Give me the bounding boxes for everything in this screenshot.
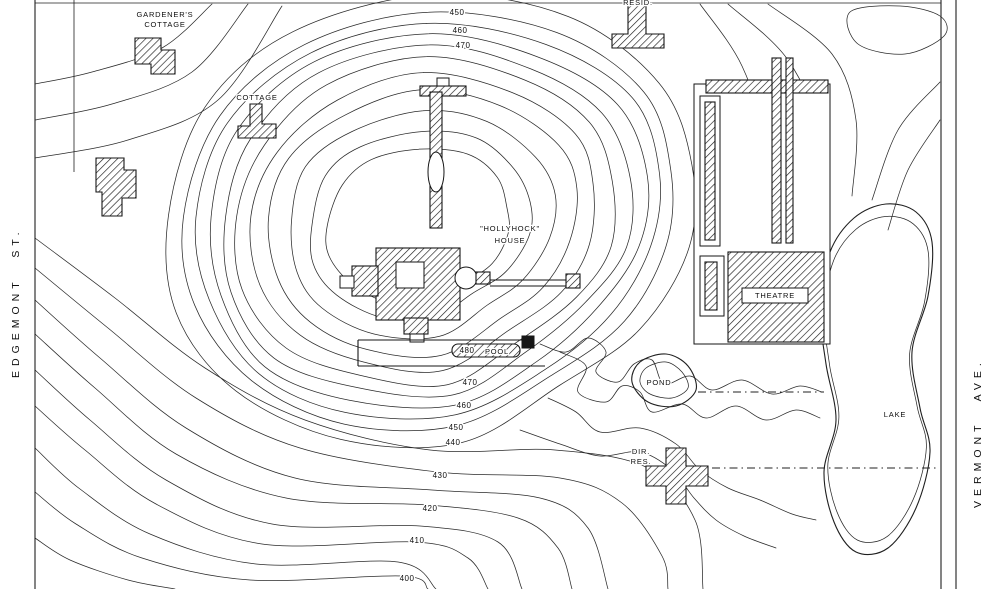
contour-elevation-labels: 450 460 470 480 470 460 450 440 430 420 … bbox=[398, 7, 478, 585]
contour-path bbox=[34, 3, 249, 121]
contour-label-430: 430 bbox=[433, 471, 448, 480]
contour-path bbox=[194, 22, 662, 420]
residence-footprint bbox=[611, 3, 665, 49]
vermont-avenue-label: VERMONT AVE. bbox=[972, 358, 984, 508]
contour-path bbox=[539, 337, 823, 395]
lake-label: LAKE bbox=[884, 410, 906, 419]
theatre-footprint bbox=[693, 57, 831, 345]
terrace-and-pool bbox=[357, 335, 545, 367]
contour-label-470: 470 bbox=[463, 378, 478, 387]
theatre-label: THEATRE bbox=[755, 291, 795, 300]
contour-path bbox=[267, 89, 578, 358]
contour-path bbox=[34, 3, 213, 85]
contour-path bbox=[871, 81, 941, 201]
contour-path bbox=[887, 119, 941, 231]
pond-label: POND bbox=[647, 378, 672, 387]
contour-path bbox=[34, 369, 523, 589]
hill-contour-lines bbox=[165, 0, 696, 449]
hollyhock-house-label: HOUSE bbox=[495, 236, 526, 245]
dir-res-label: DIR. bbox=[632, 447, 650, 456]
gardeners-cottage-label: COTTAGE bbox=[144, 20, 185, 29]
contour-path bbox=[290, 110, 557, 340]
contour-path bbox=[223, 44, 634, 398]
gardeners-cottage-footprint bbox=[134, 37, 176, 75]
left-outbuilding-footprint bbox=[95, 157, 137, 217]
hollyhock-house-label: "HOLLYHOCK" bbox=[480, 224, 540, 233]
boundary-lines bbox=[34, 0, 957, 589]
contour-path bbox=[234, 56, 616, 387]
contour-path bbox=[34, 333, 573, 589]
contour-label-410: 410 bbox=[410, 536, 425, 545]
dashed-lines bbox=[698, 391, 938, 469]
contour-path bbox=[34, 5, 283, 159]
edgemont-street-label: EDGEMONT ST. bbox=[10, 227, 22, 378]
contour-label-460: 460 bbox=[457, 401, 472, 410]
pool-label: POOL bbox=[485, 347, 509, 356]
contour-path bbox=[823, 215, 930, 543]
hollyhock-house-footprint bbox=[339, 77, 581, 343]
cottage-label: COTTAGE bbox=[236, 93, 277, 102]
contour-label-480: 480 bbox=[460, 346, 475, 355]
contour-label-470-n: 470 bbox=[456, 41, 471, 50]
contour-path bbox=[846, 5, 948, 55]
contour-label-420: 420 bbox=[423, 504, 438, 513]
contour-path bbox=[181, 11, 674, 432]
water-features bbox=[631, 5, 948, 556]
contour-path bbox=[34, 537, 176, 589]
contour-path bbox=[34, 405, 489, 589]
contour-label-450-n: 450 bbox=[450, 8, 465, 17]
contour-path bbox=[767, 3, 858, 197]
street-labels: EDGEMONT ST. VERMONT AVE. bbox=[9, 226, 986, 510]
contour-path bbox=[819, 203, 934, 556]
dir-res-label: RES. bbox=[631, 457, 652, 466]
contour-label-450: 450 bbox=[449, 423, 464, 432]
contour-path bbox=[34, 447, 437, 589]
contour-path bbox=[34, 491, 429, 589]
contour-path bbox=[631, 353, 697, 408]
cottage-footprint bbox=[237, 103, 277, 139]
contour-path bbox=[34, 267, 669, 589]
contour-path bbox=[639, 361, 689, 399]
dir-res-footprint bbox=[645, 447, 709, 505]
contour-path bbox=[34, 299, 609, 589]
contour-label-440: 440 bbox=[446, 438, 461, 447]
contour-label-460-n: 460 bbox=[453, 26, 468, 35]
gardeners-cottage-label: GARDENER'S bbox=[137, 10, 194, 19]
residence-label: RESID. bbox=[623, 0, 653, 7]
contour-path bbox=[547, 397, 817, 521]
contour-path bbox=[559, 351, 821, 421]
contour-label-400: 400 bbox=[400, 574, 415, 583]
pool-footprint bbox=[451, 343, 521, 358]
contour-path bbox=[249, 72, 595, 373]
contour-path bbox=[209, 33, 650, 409]
map-labels: GARDENER'S COTTAGE RESID. COTTAGE "HOLLY… bbox=[135, 0, 906, 467]
